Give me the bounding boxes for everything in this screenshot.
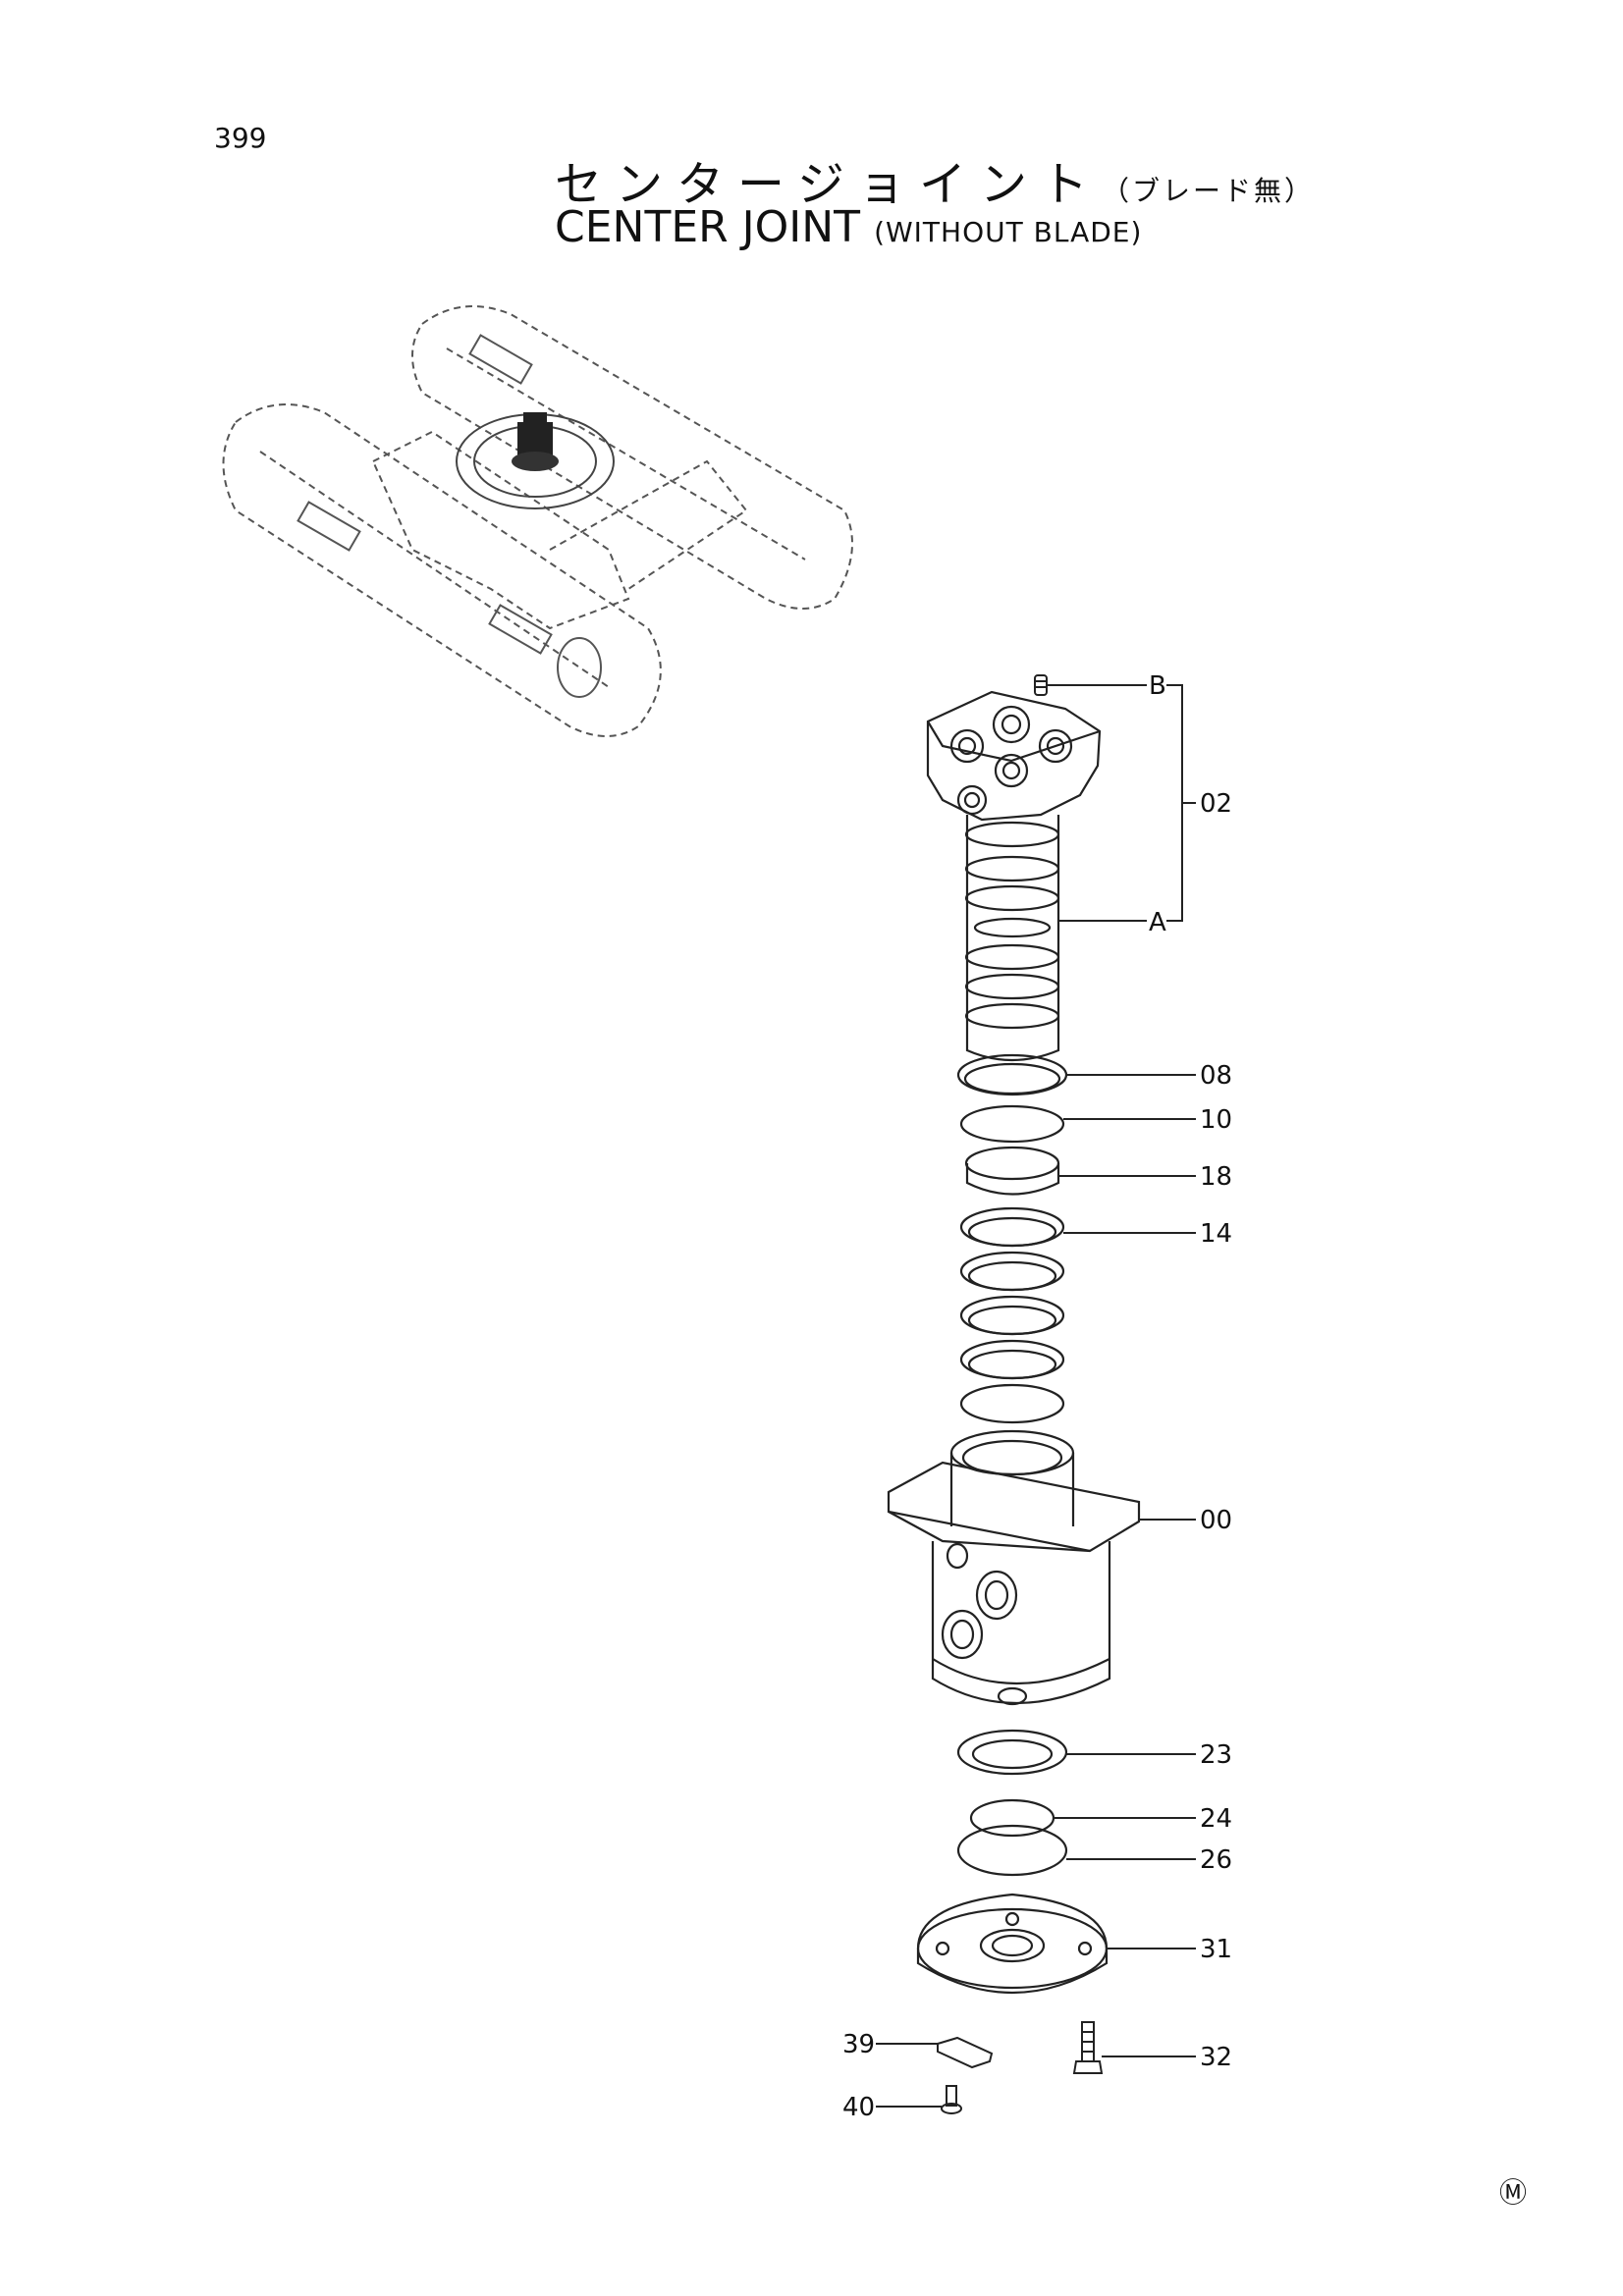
callout-39: 39 (842, 2030, 875, 2059)
plug-b (1034, 674, 1048, 696)
title-japanese: センタージョイント（ブレード無） (555, 145, 1315, 214)
undercarriage-overview (222, 305, 853, 737)
callout-a: A (1149, 908, 1166, 937)
title-english-sub: (WITHOUT BLADE) (874, 216, 1143, 248)
title-english: CENTER JOINT (WITHOUT BLADE) (555, 202, 1142, 252)
title-english-main: CENTER JOINT (555, 202, 861, 252)
track-inner-details (297, 334, 602, 698)
title-japanese-main: センタージョイント (555, 157, 1103, 212)
callout-32: 32 (1200, 2043, 1232, 2072)
callout-14: 14 (1200, 1219, 1232, 1249)
bolt-32 (1072, 2021, 1104, 2074)
callout-23: 23 (1200, 1740, 1232, 1770)
corner-mark: Ⓜ (1499, 2176, 1528, 2209)
callout-b: B (1149, 671, 1166, 701)
callout-02: 02 (1200, 789, 1232, 819)
title-japanese-sub: （ブレード無） (1102, 175, 1316, 207)
callout-10: 10 (1200, 1105, 1232, 1135)
mounted-center-joint-icon (456, 412, 615, 509)
callout-18: 18 (1200, 1162, 1232, 1192)
spindle-02 (926, 690, 1102, 1062)
callout-40: 40 (842, 2093, 875, 2122)
body-00 (887, 1429, 1141, 1706)
screw-40 (941, 2085, 962, 2114)
callout-24: 24 (1200, 1804, 1232, 1834)
leader-lines (876, 684, 1196, 2108)
seal-rings-stack (956, 1053, 1068, 1424)
callout-26: 26 (1200, 1845, 1232, 1875)
page-number: 399 (214, 122, 267, 154)
callout-00: 00 (1200, 1506, 1232, 1535)
callout-08: 08 (1200, 1061, 1232, 1091)
cover-31 (916, 1893, 1109, 1994)
callout-31: 31 (1200, 1935, 1232, 1964)
plate-39 (937, 2036, 994, 2069)
lower-rings (956, 1729, 1068, 1877)
